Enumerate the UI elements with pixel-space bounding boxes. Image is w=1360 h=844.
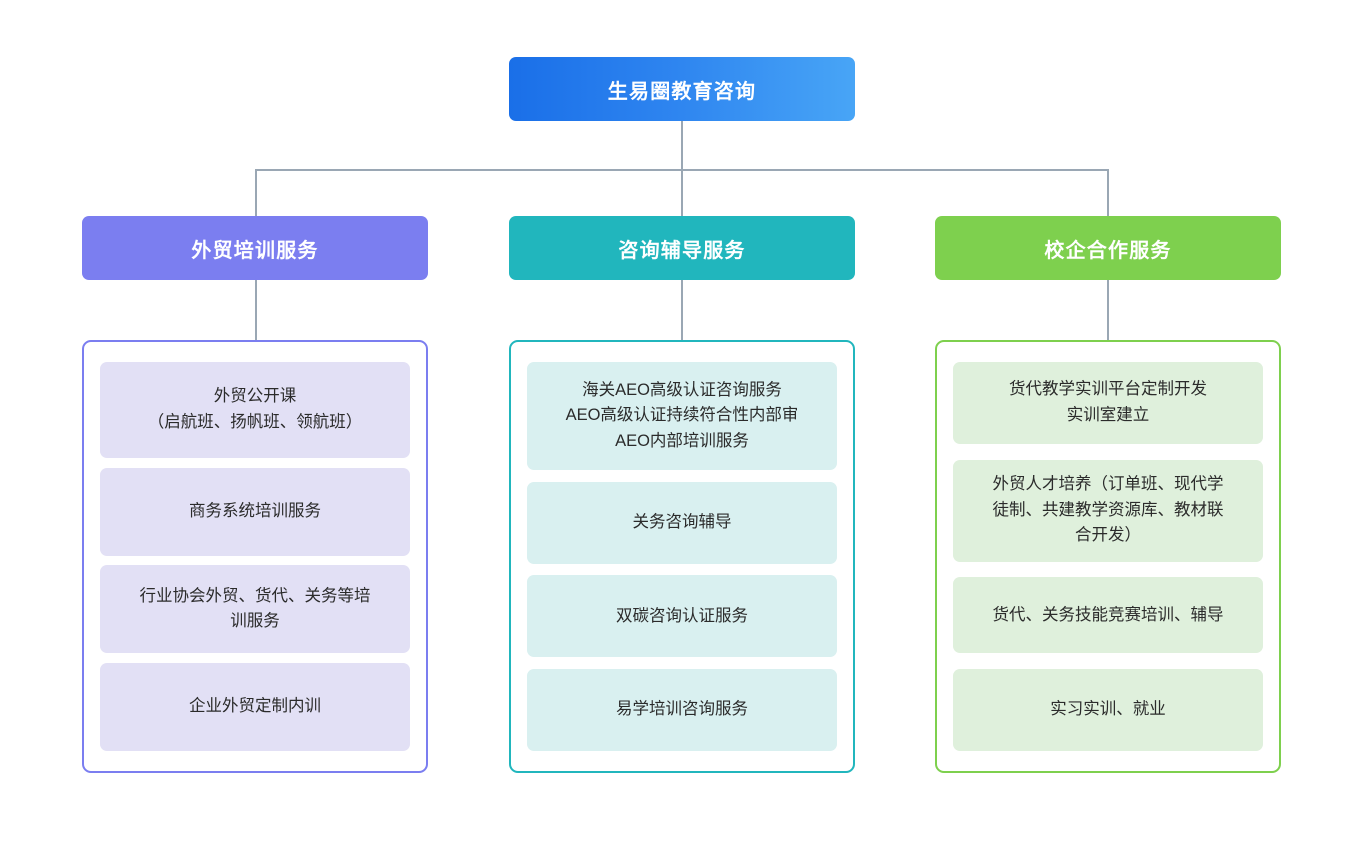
branch-header-consulting[interactable]: 咨询辅导服务 [509, 216, 855, 280]
service-item[interactable]: 商务系统培训服务 [100, 467, 410, 556]
service-item[interactable]: 货代、关务技能竞赛培训、辅导 [953, 577, 1263, 654]
service-item[interactable]: 双碳咨询认证服务 [527, 575, 837, 658]
connector-drop-branch-2 [1107, 169, 1109, 216]
branch-header-cooperation-label: 校企合作服务 [1044, 239, 1172, 262]
service-item[interactable]: 行业协会外贸、货代、关务等培 训服务 [100, 565, 410, 654]
service-item[interactable]: 企业外贸定制内训 [100, 662, 410, 751]
branch-header-training[interactable]: 外贸培训服务 [82, 216, 428, 280]
connector-drop-branch-1 [681, 169, 683, 216]
service-item[interactable]: 海关AEO高级认证咨询服务 AEO高级认证持续符合性内部审 AEO内部培训服务 [527, 362, 837, 470]
service-item[interactable]: 外贸公开课 （启航班、扬帆班、领航班） [100, 362, 410, 458]
connector-drop-branch-0 [255, 169, 257, 216]
connector-branch-0-to-items [255, 280, 257, 340]
service-item[interactable]: 实习实训、就业 [953, 668, 1263, 751]
connector-branch-1-to-items [681, 280, 683, 340]
service-item[interactable]: 货代教学实训平台定制开发 实训室建立 [953, 362, 1263, 444]
items-container-consulting: 海关AEO高级认证咨询服务 AEO高级认证持续符合性内部审 AEO内部培训服务 … [509, 340, 855, 773]
branch-header-cooperation[interactable]: 校企合作服务 [935, 216, 1281, 280]
root-node-label: 生易圈教育咨询 [607, 80, 757, 103]
service-item[interactable]: 易学培训咨询服务 [527, 668, 837, 751]
connector-branch-2-to-items [1107, 280, 1109, 340]
service-item[interactable]: 外贸人才培养（订单班、现代学 徒制、共建教学资源库、教材联 合开发） [953, 459, 1263, 562]
items-container-cooperation: 货代教学实训平台定制开发 实训室建立 外贸人才培养（订单班、现代学 徒制、共建教… [935, 340, 1281, 773]
root-node-education-consulting[interactable]: 生易圈教育咨询 [509, 57, 855, 121]
branch-header-consulting-label: 咨询辅导服务 [618, 239, 746, 262]
items-container-training: 外贸公开课 （启航班、扬帆班、领航班） 商务系统培训服务 行业协会外贸、货代、关… [82, 340, 428, 773]
connector-root-stem [681, 121, 683, 170]
service-item[interactable]: 关务咨询辅导 [527, 481, 837, 564]
branch-header-training-label: 外贸培训服务 [191, 239, 319, 262]
